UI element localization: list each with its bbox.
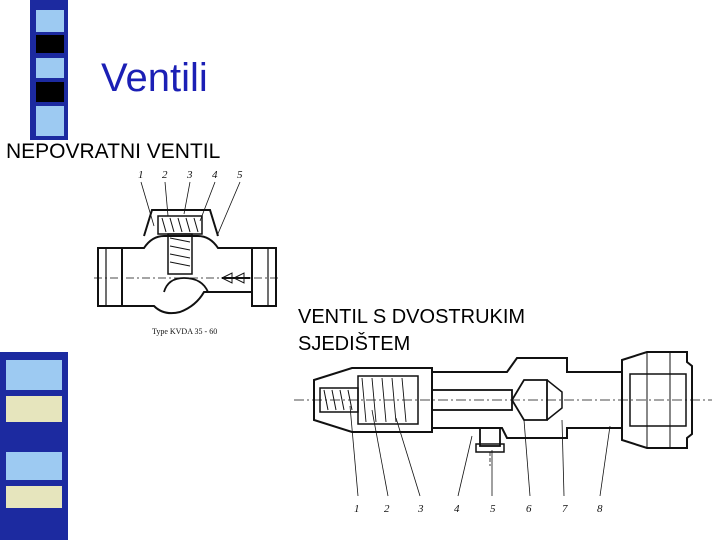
stripe-block (6, 426, 62, 448)
stripe-block (36, 10, 64, 32)
part-number: 3 (417, 503, 424, 515)
part-number: 4 (454, 503, 460, 515)
stripe-block (36, 58, 64, 78)
figure-caption: Type KVDA 35 - 60 (152, 327, 217, 336)
part-number: 5 (490, 503, 496, 515)
slide-title: Ventili (101, 56, 208, 100)
part-number: 2 (384, 503, 390, 515)
stripe-block (6, 512, 62, 538)
stripe-block (36, 106, 64, 136)
stripe-block (36, 35, 64, 53)
stripe-block (6, 486, 62, 508)
subtitle-check-valve: NEPOVRATNI VENTIL (6, 140, 221, 163)
part-number: 2 (162, 169, 168, 181)
stripe-block (6, 360, 62, 390)
part-number: 3 (186, 169, 193, 181)
stripe-block (6, 396, 62, 422)
double-seat-valve-drawing: 1 2 3 4 5 6 7 8 (294, 351, 712, 515)
part-number: 4 (212, 169, 218, 181)
part-number: 1 (354, 503, 360, 515)
stripe-block (6, 452, 62, 480)
part-number: 5 (237, 169, 243, 181)
check-valve-drawing: 1 2 3 4 5 Type KVDA 35 - 60 (94, 169, 280, 336)
stripe-block (36, 82, 64, 102)
subtitle-double-seat-valve: VENTIL S DVOSTRUKIM SJEDIŠTEM (298, 306, 526, 355)
part-number: 1 (138, 169, 144, 181)
part-number: 8 (597, 503, 603, 515)
left-decor-stripe-top (0, 0, 68, 140)
left-decor-stripe-bottom (0, 352, 68, 540)
part-number: 7 (562, 503, 568, 515)
part-number: 6 (526, 503, 532, 515)
